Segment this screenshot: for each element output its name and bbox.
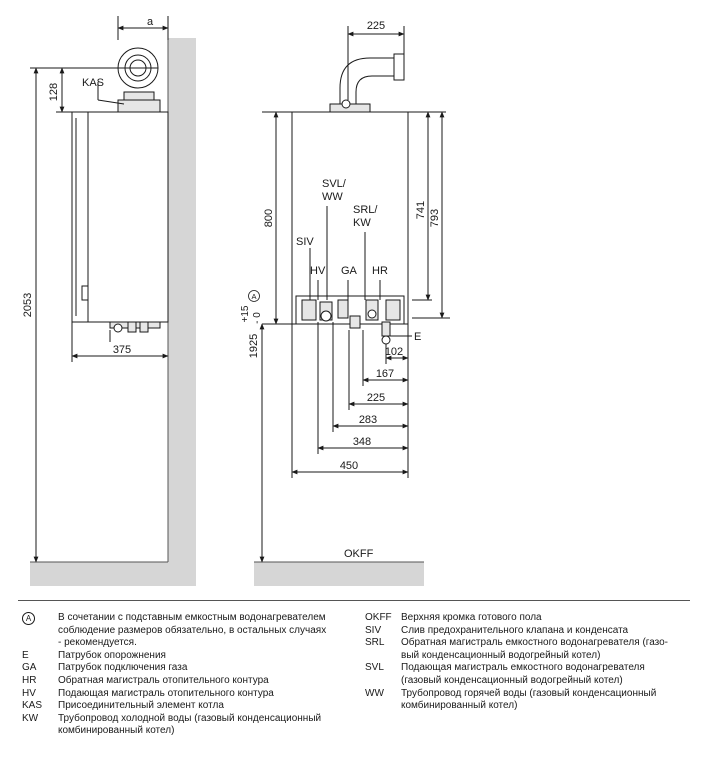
kas-connector xyxy=(117,99,161,113)
legend-line: комбинированный котел) xyxy=(401,700,518,712)
ga-label: GA xyxy=(341,265,358,277)
legend-line: Патрубок подключения газа xyxy=(58,662,188,674)
legend-line: Обратная магистраль емкостного водонагре… xyxy=(401,637,669,649)
kw-label-line2: KW xyxy=(353,217,371,229)
legend-code: E xyxy=(22,649,29,661)
srl-label-line1: SRL/ xyxy=(353,204,378,216)
dim-450-label: 450 xyxy=(340,460,358,472)
legend-code: A xyxy=(22,612,58,650)
legend-description: Подающая магистраль отопительного контур… xyxy=(58,688,357,701)
legend-line: Слив предохранительного клапана и конден… xyxy=(401,624,629,636)
legend-code: SVL xyxy=(365,662,384,674)
legend-item: SVL Подающая магистраль емкостного водона… xyxy=(365,662,700,687)
legend-description: Обратная магистраль отопительного контур… xyxy=(58,675,357,688)
circle-a-marker: A xyxy=(248,290,260,302)
tolerance-minus-label: - 0 xyxy=(252,312,263,324)
legend-line: - рекомендуется. xyxy=(58,637,137,649)
legend-item: HV Подающая магистраль отопительного конт… xyxy=(22,688,357,701)
wall xyxy=(168,38,196,586)
hr-label: HR xyxy=(372,265,388,277)
legend-description: Верхняя кромка готового пола xyxy=(401,612,700,625)
front-view xyxy=(254,26,450,586)
dim-225-top-label: 225 xyxy=(367,20,385,32)
legend-code: SIV xyxy=(365,624,382,636)
flue-elbow xyxy=(329,53,405,113)
legend-item: SIV Слив предохранительного клапана и кон… xyxy=(365,625,700,638)
legend-code: HR xyxy=(22,674,37,686)
okff-label: OKFF xyxy=(344,548,374,560)
legend-line: В сочетании с подставным емкостным водон… xyxy=(58,612,326,623)
legend-line: вый конденсационный водогрейный котел) xyxy=(401,649,601,661)
dim-a-label: a xyxy=(147,16,154,28)
legend-line: (газовый конденсационный водогрейный кот… xyxy=(401,674,623,686)
side-bottom-fittings xyxy=(109,321,161,342)
legend-description: Присоединительный элемент котла xyxy=(58,700,357,713)
dim-283-label: 283 xyxy=(359,414,377,426)
tolerance-plus-label: +15 xyxy=(240,305,251,322)
legend-item: OKFF Верхняя кромка готового пола xyxy=(365,612,700,625)
dim-741-label: 741 xyxy=(415,201,427,219)
dim-1925-label: 1925 xyxy=(248,334,260,358)
legend-description: Подающая магистраль емкостного водонагре… xyxy=(401,662,700,687)
dim-375-label: 375 xyxy=(113,344,131,356)
floor-left xyxy=(30,562,196,586)
legend-code: WW xyxy=(365,687,384,699)
legend-description: Трубопровод горячей воды (газовый конден… xyxy=(401,688,700,713)
legend-line: Подающая магистраль емкостного водонагре… xyxy=(401,662,645,674)
legend-description: Патрубок опорожнения xyxy=(58,650,357,663)
legend-item: A В сочетании с подставным емкостным водо… xyxy=(22,612,357,650)
legend-left: A В сочетании с подставным емкостным водо… xyxy=(22,612,357,738)
legend-line: Верхняя кромка готового пола xyxy=(401,612,542,623)
legend-code: KAS xyxy=(22,700,43,712)
dim-800-label: 800 xyxy=(263,209,275,227)
dim-128-label: 128 xyxy=(48,83,60,101)
legend-description: Слив предохранительного клапана и конден… xyxy=(401,625,700,638)
legend-description: В сочетании с подставным емкостным водон… xyxy=(58,612,357,650)
dim-348-label: 348 xyxy=(353,436,371,448)
circled-letter: A xyxy=(22,612,35,625)
legend-code: KW xyxy=(22,712,39,724)
dim-793-label: 793 xyxy=(429,209,441,227)
floor-right xyxy=(254,562,424,586)
ww-label-line2: WW xyxy=(322,191,343,203)
kas-label: KAS xyxy=(82,77,104,89)
connection-fittings xyxy=(301,299,401,345)
legend-code: SRL xyxy=(365,637,385,649)
legend-description: Патрубок подключения газа xyxy=(58,662,357,675)
legend-item: KW Трубопровод холодной воды (газовый кон… xyxy=(22,713,357,738)
legend-line: Обратная магистраль отопительного контур… xyxy=(58,674,269,686)
legend-code: OKFF xyxy=(365,612,392,623)
boiler-front-body xyxy=(291,111,409,325)
legend-code: HV xyxy=(22,687,36,699)
legend-line: Патрубок опорожнения xyxy=(58,649,166,661)
legend-item: SRL Обратная магистраль емкостного водона… xyxy=(365,637,700,662)
legend-item: HR Обратная магистраль отопительного конт… xyxy=(22,675,357,688)
legend-item: GA Патрубок подключения газа xyxy=(22,662,357,675)
dim-102-label: 102 xyxy=(385,346,403,358)
legend-line: комбинированный котел) xyxy=(58,725,175,737)
legend-line: соблюдение размеров обязательно, в остал… xyxy=(58,624,327,636)
legend-line: Трубопровод горячей воды (газовый конден… xyxy=(401,687,657,699)
circle-a-letter: A xyxy=(251,292,256,301)
legend-line: Подающая магистраль отопительного контур… xyxy=(58,687,274,699)
legend-description: Трубопровод холодной воды (газовый конде… xyxy=(58,713,357,738)
siv-label: SIV xyxy=(296,236,314,248)
svl-label-line1: SVL/ xyxy=(322,178,347,190)
legend-item: KAS Присоединительный элемент котла xyxy=(22,700,357,713)
side-view xyxy=(30,16,196,586)
legend-line: Присоединительный элемент котла xyxy=(58,700,224,712)
dim-2053-label: 2053 xyxy=(22,293,34,317)
legend-code: GA xyxy=(22,662,37,674)
legend-divider xyxy=(18,600,690,601)
legend-description: Обратная магистраль емкостного водонагре… xyxy=(401,637,700,662)
legend-line: Трубопровод холодной воды (газовый конде… xyxy=(58,712,322,724)
technical-drawing: a KAS 128 2053 375 xyxy=(22,16,450,586)
e-label: E xyxy=(414,331,421,343)
dim-167-label: 167 xyxy=(376,368,394,380)
legend-item: WW Трубопровод горячей воды (газовый конд… xyxy=(365,688,700,713)
legend-item: E Патрубок опорожнения xyxy=(22,650,357,663)
dim-225-label: 225 xyxy=(367,392,385,404)
hv-label: HV xyxy=(310,265,326,277)
